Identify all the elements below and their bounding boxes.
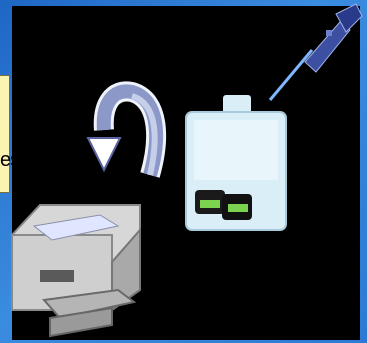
rotate-arrow-icon	[88, 91, 156, 175]
syringe-icon	[270, 4, 362, 100]
lab-device-icon	[12, 205, 140, 336]
sample-bag-icon	[186, 95, 286, 230]
